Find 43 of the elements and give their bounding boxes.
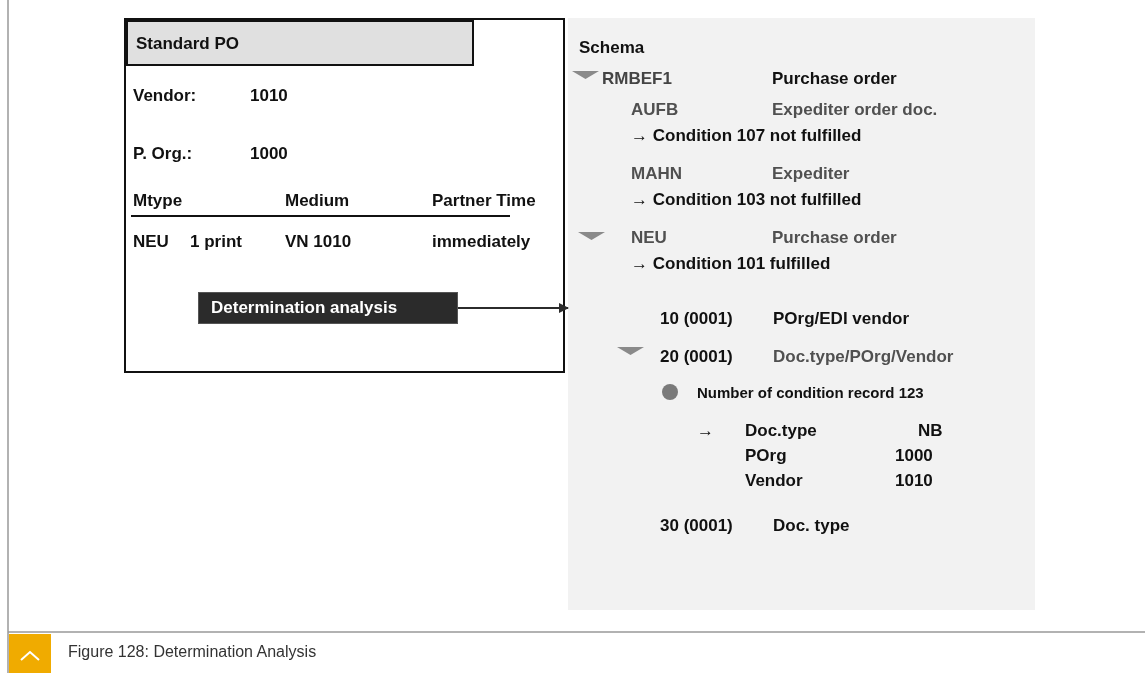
text-label: VN 1010 <box>285 232 352 252</box>
text-label: Medium <box>285 191 350 211</box>
text-label: NEU <box>631 228 667 248</box>
text-label: → Condition 101 fulfilled <box>631 254 831 274</box>
text-label: Doc.type <box>745 421 817 441</box>
text-label: → <box>697 421 714 441</box>
text-label: 1000 <box>895 446 933 466</box>
form-window <box>124 18 565 373</box>
text-label: NB <box>918 421 943 441</box>
text-label: 1000 <box>250 144 288 164</box>
text-label: Vendor <box>745 471 803 491</box>
arrow <box>457 303 569 313</box>
text-label: 1 print <box>190 232 242 252</box>
text-label: → Condition 103 not fulfilled <box>631 190 862 210</box>
text-label: NEU <box>133 232 169 252</box>
text-label: Doc. type <box>773 516 850 536</box>
text-label: POrg/EDI vendor <box>773 309 910 329</box>
text-label: POrg <box>745 446 787 466</box>
text-label: → Condition 107 not fulfilled <box>631 126 862 146</box>
text-label: Number of condition record 123 <box>697 383 924 403</box>
text-label: 30 (0001) <box>660 516 733 536</box>
analysis-button: Determination analysis <box>198 292 458 324</box>
text-label: Doc.type/POrg/Vendor <box>773 347 954 367</box>
text-label: Purchase order <box>772 69 897 89</box>
text-label: Expediter <box>772 164 850 184</box>
text-label: Partner Time <box>432 191 536 211</box>
text-label: immediately <box>432 232 531 252</box>
text-label: 1010 <box>250 86 288 106</box>
schema-panel <box>568 18 1035 610</box>
text-label: Purchase order <box>772 228 897 248</box>
text-label: RMBEF1 <box>602 69 672 89</box>
text-label: MAHN <box>631 164 682 184</box>
text-label: P. Org.: <box>133 144 193 164</box>
text-label: Vendor: <box>133 86 197 106</box>
text-label: 1010 <box>895 471 933 491</box>
text-label: Schema <box>579 38 645 58</box>
text-label: AUFB <box>631 100 679 120</box>
text-label: Mtype <box>133 191 183 211</box>
text-label: Expediter order doc. <box>772 100 938 120</box>
title-bar: Standard PO <box>126 20 474 66</box>
text-label: 10 (0001) <box>660 309 733 329</box>
text-label: 20 (0001) <box>660 347 733 367</box>
figure-caption: Figure 128: Determination Analysis <box>68 643 317 661</box>
